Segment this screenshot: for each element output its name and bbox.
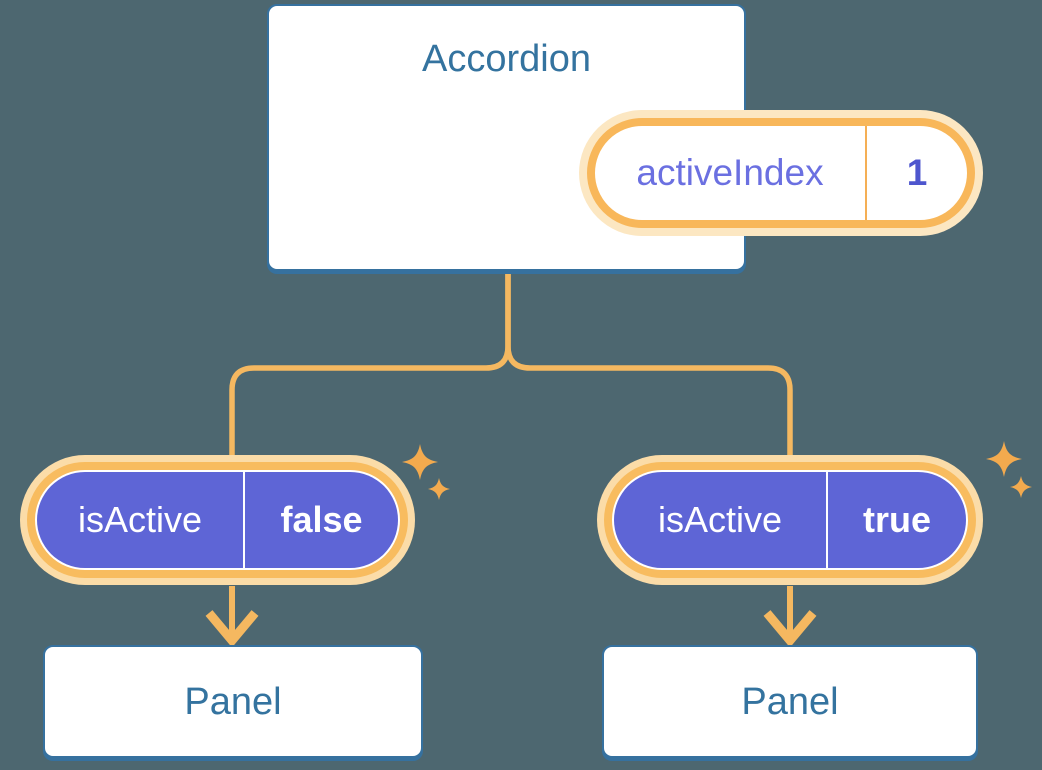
accordion-title: Accordion xyxy=(422,38,591,80)
down-arrow-left-icon xyxy=(205,586,259,648)
connector-branch-left xyxy=(229,270,511,456)
isactive-label-left: isActive xyxy=(37,472,245,568)
isactive-pill-right: isActive true xyxy=(604,462,976,578)
activeindex-pill: activeIndex 1 xyxy=(587,118,975,228)
connector-tree xyxy=(229,270,793,456)
isactive-value-left: false xyxy=(280,499,363,540)
isactive-pill-left: isActive false xyxy=(27,462,408,578)
isactive-pill-left-body: isActive false xyxy=(37,472,398,568)
isactive-pill-left-halo: isActive false xyxy=(20,455,415,585)
panel-title-right: Panel xyxy=(741,680,839,723)
isactive-pill-right-halo: isActive true xyxy=(597,455,983,585)
isactive-value-right: true xyxy=(862,499,931,540)
panel-card-left: Panel xyxy=(43,645,423,758)
panel-title-left: Panel xyxy=(184,680,282,723)
isactive-label-right: isActive xyxy=(614,472,828,568)
panel-card-right: Panel xyxy=(602,645,978,758)
activeindex-value: 1 xyxy=(906,152,928,193)
connector-branch-right xyxy=(505,270,793,456)
activeindex-label: activeIndex xyxy=(595,126,867,220)
sparkle-icon xyxy=(986,441,1032,498)
isactive-pill-right-body: isActive true xyxy=(614,472,966,568)
down-arrow-right-icon xyxy=(763,586,817,648)
sparkle-icon xyxy=(402,444,450,500)
activeindex-pill-halo: activeIndex 1 xyxy=(579,110,983,236)
accordion-card: Accordion activeIndex 1 xyxy=(267,4,983,271)
